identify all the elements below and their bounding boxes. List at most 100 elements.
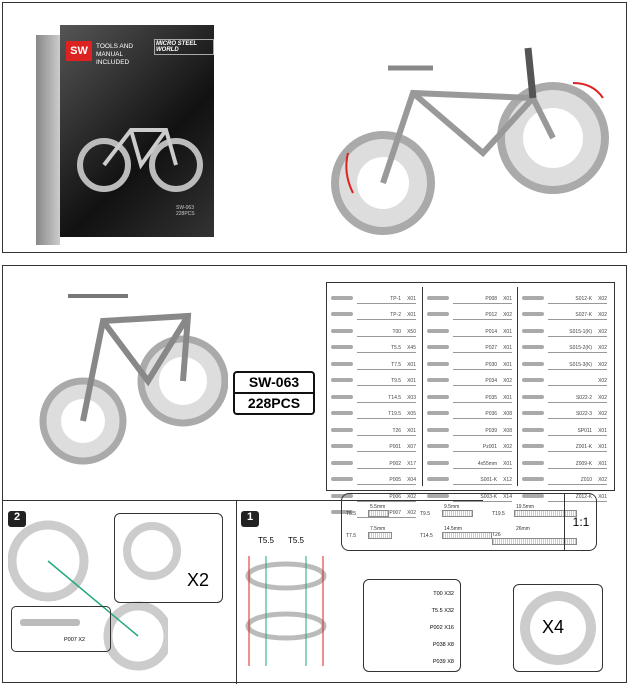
- step-1-number: 1: [241, 511, 259, 527]
- screw-length: 7.5mm: [370, 526, 386, 532]
- item-label: T00 X32: [433, 591, 454, 597]
- part-row: P030 X01: [427, 353, 512, 370]
- part-code: S027-K: [575, 312, 593, 318]
- multiplier: X2: [187, 570, 210, 590]
- screw-length: 14.5mm: [444, 526, 463, 532]
- part-qty: X17: [407, 460, 416, 467]
- item-label: P002 X16: [429, 625, 454, 631]
- step-2-number: 2: [8, 511, 26, 527]
- screw-name: T14.5: [420, 532, 433, 539]
- part-qty: X01: [503, 295, 512, 302]
- part-code: T00: [392, 328, 402, 335]
- part-qty: X01: [407, 295, 416, 302]
- product-box: SW TOOLS AND MANUAL INCLUDED MICRO STEEL…: [36, 25, 214, 247]
- part-code: P012: [485, 312, 498, 318]
- part-code: T14.5: [388, 394, 402, 401]
- model-number: SW-063: [235, 373, 313, 394]
- top-panel: SW TOOLS AND MANUAL INCLUDED MICRO STEEL…: [2, 2, 627, 253]
- part-qty: X01: [503, 460, 512, 467]
- part-row: X02: [522, 370, 607, 386]
- part-qty: X08: [503, 427, 512, 434]
- part-row: P008 X01: [427, 287, 512, 304]
- part-code: P006: [389, 493, 402, 500]
- part-qty: X01: [503, 361, 512, 368]
- item-label: P038 X8: [432, 642, 454, 648]
- part-qty: X01: [598, 460, 607, 467]
- part-row: TP-2 X01: [331, 304, 416, 320]
- part-code: T26: [392, 427, 402, 434]
- item-label: T5.5 X32: [431, 608, 454, 614]
- part-code: P008: [485, 295, 498, 302]
- part-qty: X02: [598, 345, 607, 351]
- part-code: P035: [485, 394, 498, 401]
- part-qty: X01: [407, 312, 416, 318]
- part-qty: X02: [503, 312, 512, 318]
- part-row: P012 X02: [427, 304, 512, 320]
- screw-name: T9.5: [420, 510, 431, 517]
- part-qty: X04: [407, 477, 416, 483]
- box-pieces: 228PCS: [176, 211, 195, 217]
- part-qty: X12: [503, 477, 512, 483]
- part-code: Z009-K: [575, 460, 593, 467]
- part-code: P039: [485, 427, 498, 434]
- piece-count: 228PCS: [247, 395, 301, 411]
- screw-label-b: T5.5: [288, 536, 305, 545]
- part-code: S015-2(K): [569, 345, 593, 351]
- part-code: S003-K: [480, 493, 498, 500]
- screw-label-a: T5.5: [258, 536, 275, 545]
- part-code: T5.5: [391, 345, 402, 351]
- part-code: P030: [485, 361, 498, 368]
- part-qty: X07: [407, 444, 416, 450]
- part-code: T19.5: [388, 411, 402, 417]
- part-row: P036 X08: [427, 403, 512, 419]
- part-qty: X02: [503, 444, 512, 450]
- part-code: P036: [485, 411, 498, 417]
- step-2-diagram: [8, 520, 168, 671]
- step-1-diagram: [245, 556, 327, 666]
- part-qty: X02: [598, 295, 607, 302]
- part-qty: X02: [598, 394, 607, 401]
- part-qty: X14: [503, 493, 512, 500]
- part-qty: X01: [407, 427, 416, 434]
- part-qty: X01: [503, 328, 512, 335]
- part-code: P007: [389, 510, 402, 516]
- part-code: S022-3: [575, 411, 593, 417]
- part-qty: X01: [503, 394, 512, 401]
- model-label: SW-063 228PCS: [233, 371, 315, 415]
- part-qty: X02: [598, 328, 607, 335]
- part-qty: X08: [503, 411, 512, 417]
- part-code: P005: [389, 477, 402, 483]
- part-code: P014: [485, 328, 498, 335]
- part-row: P039 X08: [427, 419, 512, 436]
- part-code: S015-1(K): [569, 328, 593, 335]
- brand: MICRO STEEL WORLD: [154, 39, 214, 55]
- part-row: S015-3(K)X02: [522, 353, 607, 370]
- part-row: S015-1(K) X02: [522, 320, 607, 337]
- part-code: TP-2: [390, 312, 402, 318]
